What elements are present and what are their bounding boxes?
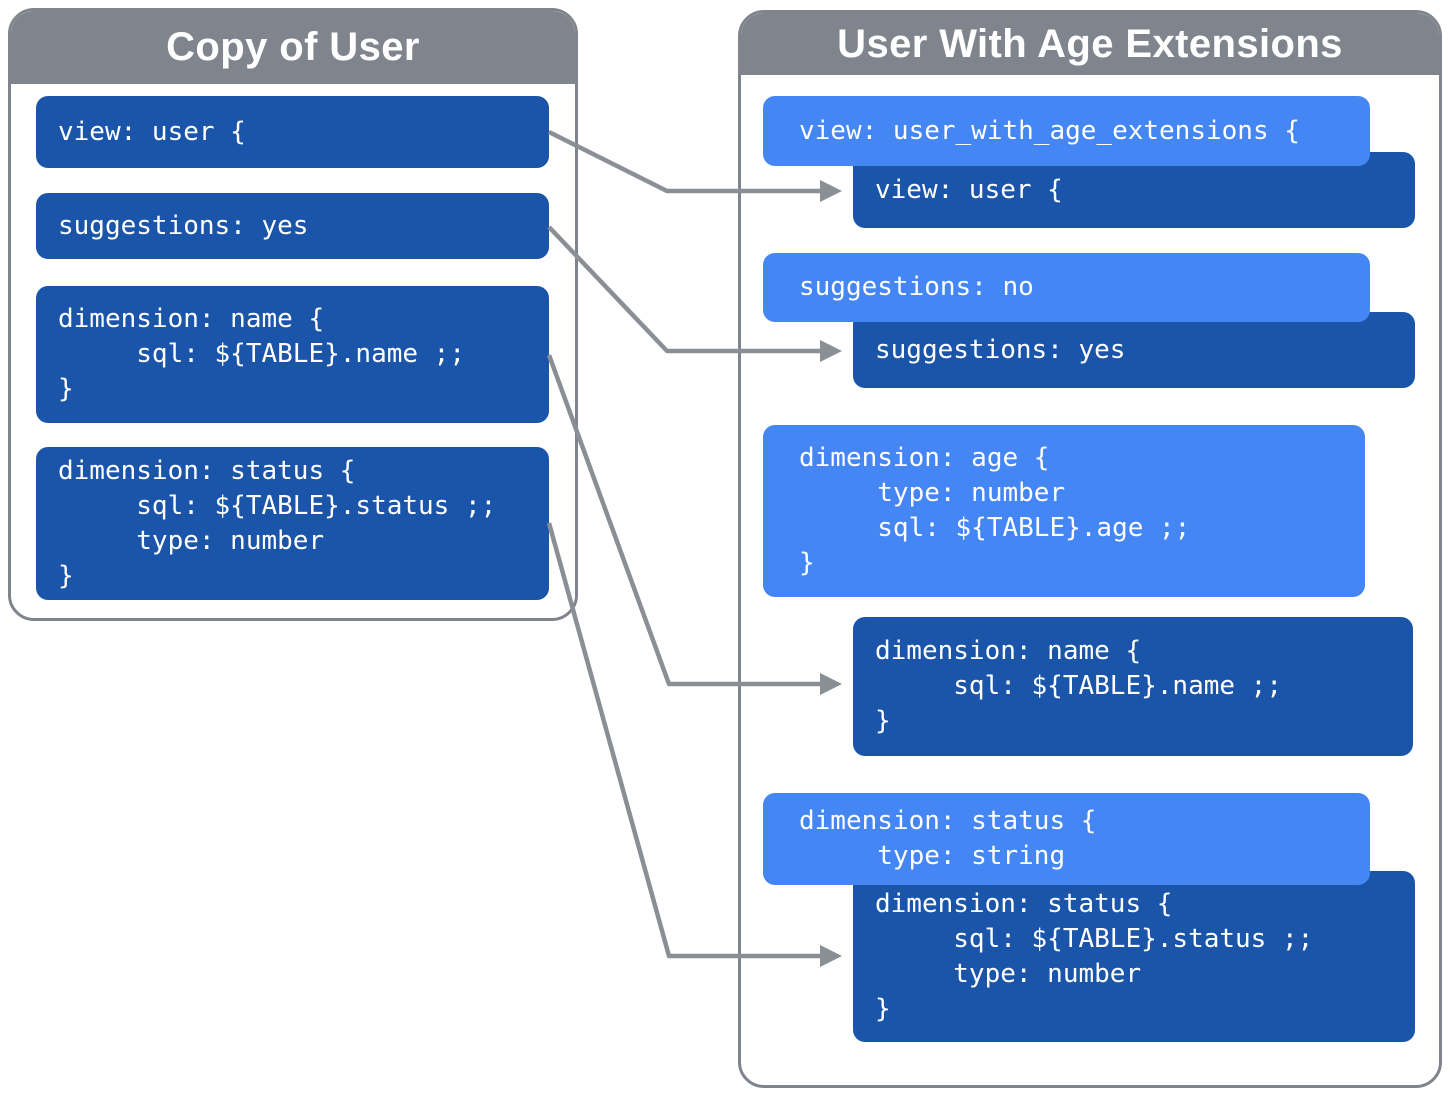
- panel-user-with-age-extensions-title: User With Age Extensions: [837, 21, 1343, 66]
- block-inherited-suggestions-yes: suggestions: yes: [853, 312, 1415, 388]
- block-dimension-status-override: dimension: status { type: string: [763, 793, 1370, 885]
- panel-copy-of-user-title: Copy of User: [166, 25, 420, 69]
- block-dimension-age-code: dimension: age { type: number sql: ${TAB…: [799, 443, 1191, 578]
- block-dimension-age: dimension: age { type: number sql: ${TAB…: [763, 425, 1365, 597]
- block-suggestions-yes: suggestions: yes: [36, 193, 549, 259]
- panel-copy-of-user-header: Copy of User: [11, 11, 575, 84]
- block-dimension-status-code: dimension: status { sql: ${TABLE}.status…: [58, 455, 497, 591]
- panel-user-with-age-extensions: User With Age Extensions view: user { vi…: [738, 10, 1442, 1088]
- block-dimension-name: dimension: name { sql: ${TABLE}.name ;; …: [36, 286, 549, 423]
- block-inherited-suggestions-yes-code: suggestions: yes: [875, 334, 1126, 365]
- panel-user-with-age-extensions-header: User With Age Extensions: [741, 13, 1439, 75]
- block-suggestions-yes-code: suggestions: yes: [58, 210, 309, 241]
- block-view-user-with-age-extensions-code: view: user_with_age_extensions {: [799, 115, 1300, 146]
- block-suggestions-no-code: suggestions: no: [799, 272, 1034, 302]
- block-view-user: view: user {: [36, 96, 549, 168]
- block-inherited-dimension-status-code: dimension: status { sql: ${TABLE}.status…: [875, 888, 1314, 1024]
- block-dimension-status-override-code: dimension: status { type: string: [799, 806, 1097, 871]
- block-inherited-dimension-name-code: dimension: name { sql: ${TABLE}.name ;; …: [875, 636, 1282, 736]
- block-view-user-code: view: user {: [58, 116, 246, 147]
- panel-copy-of-user: Copy of User view: user { suggestions: y…: [8, 8, 578, 621]
- block-view-user-with-age-extensions: view: user_with_age_extensions {: [763, 96, 1370, 166]
- block-inherited-dimension-name: dimension: name { sql: ${TABLE}.name ;; …: [853, 617, 1413, 756]
- block-inherited-dimension-status: dimension: status { sql: ${TABLE}.status…: [853, 871, 1415, 1042]
- block-inherited-view-user-code: view: user {: [875, 174, 1063, 205]
- block-dimension-name-code: dimension: name { sql: ${TABLE}.name ;; …: [58, 304, 465, 404]
- block-suggestions-no: suggestions: no: [763, 253, 1370, 322]
- block-dimension-status: dimension: status { sql: ${TABLE}.status…: [36, 447, 549, 600]
